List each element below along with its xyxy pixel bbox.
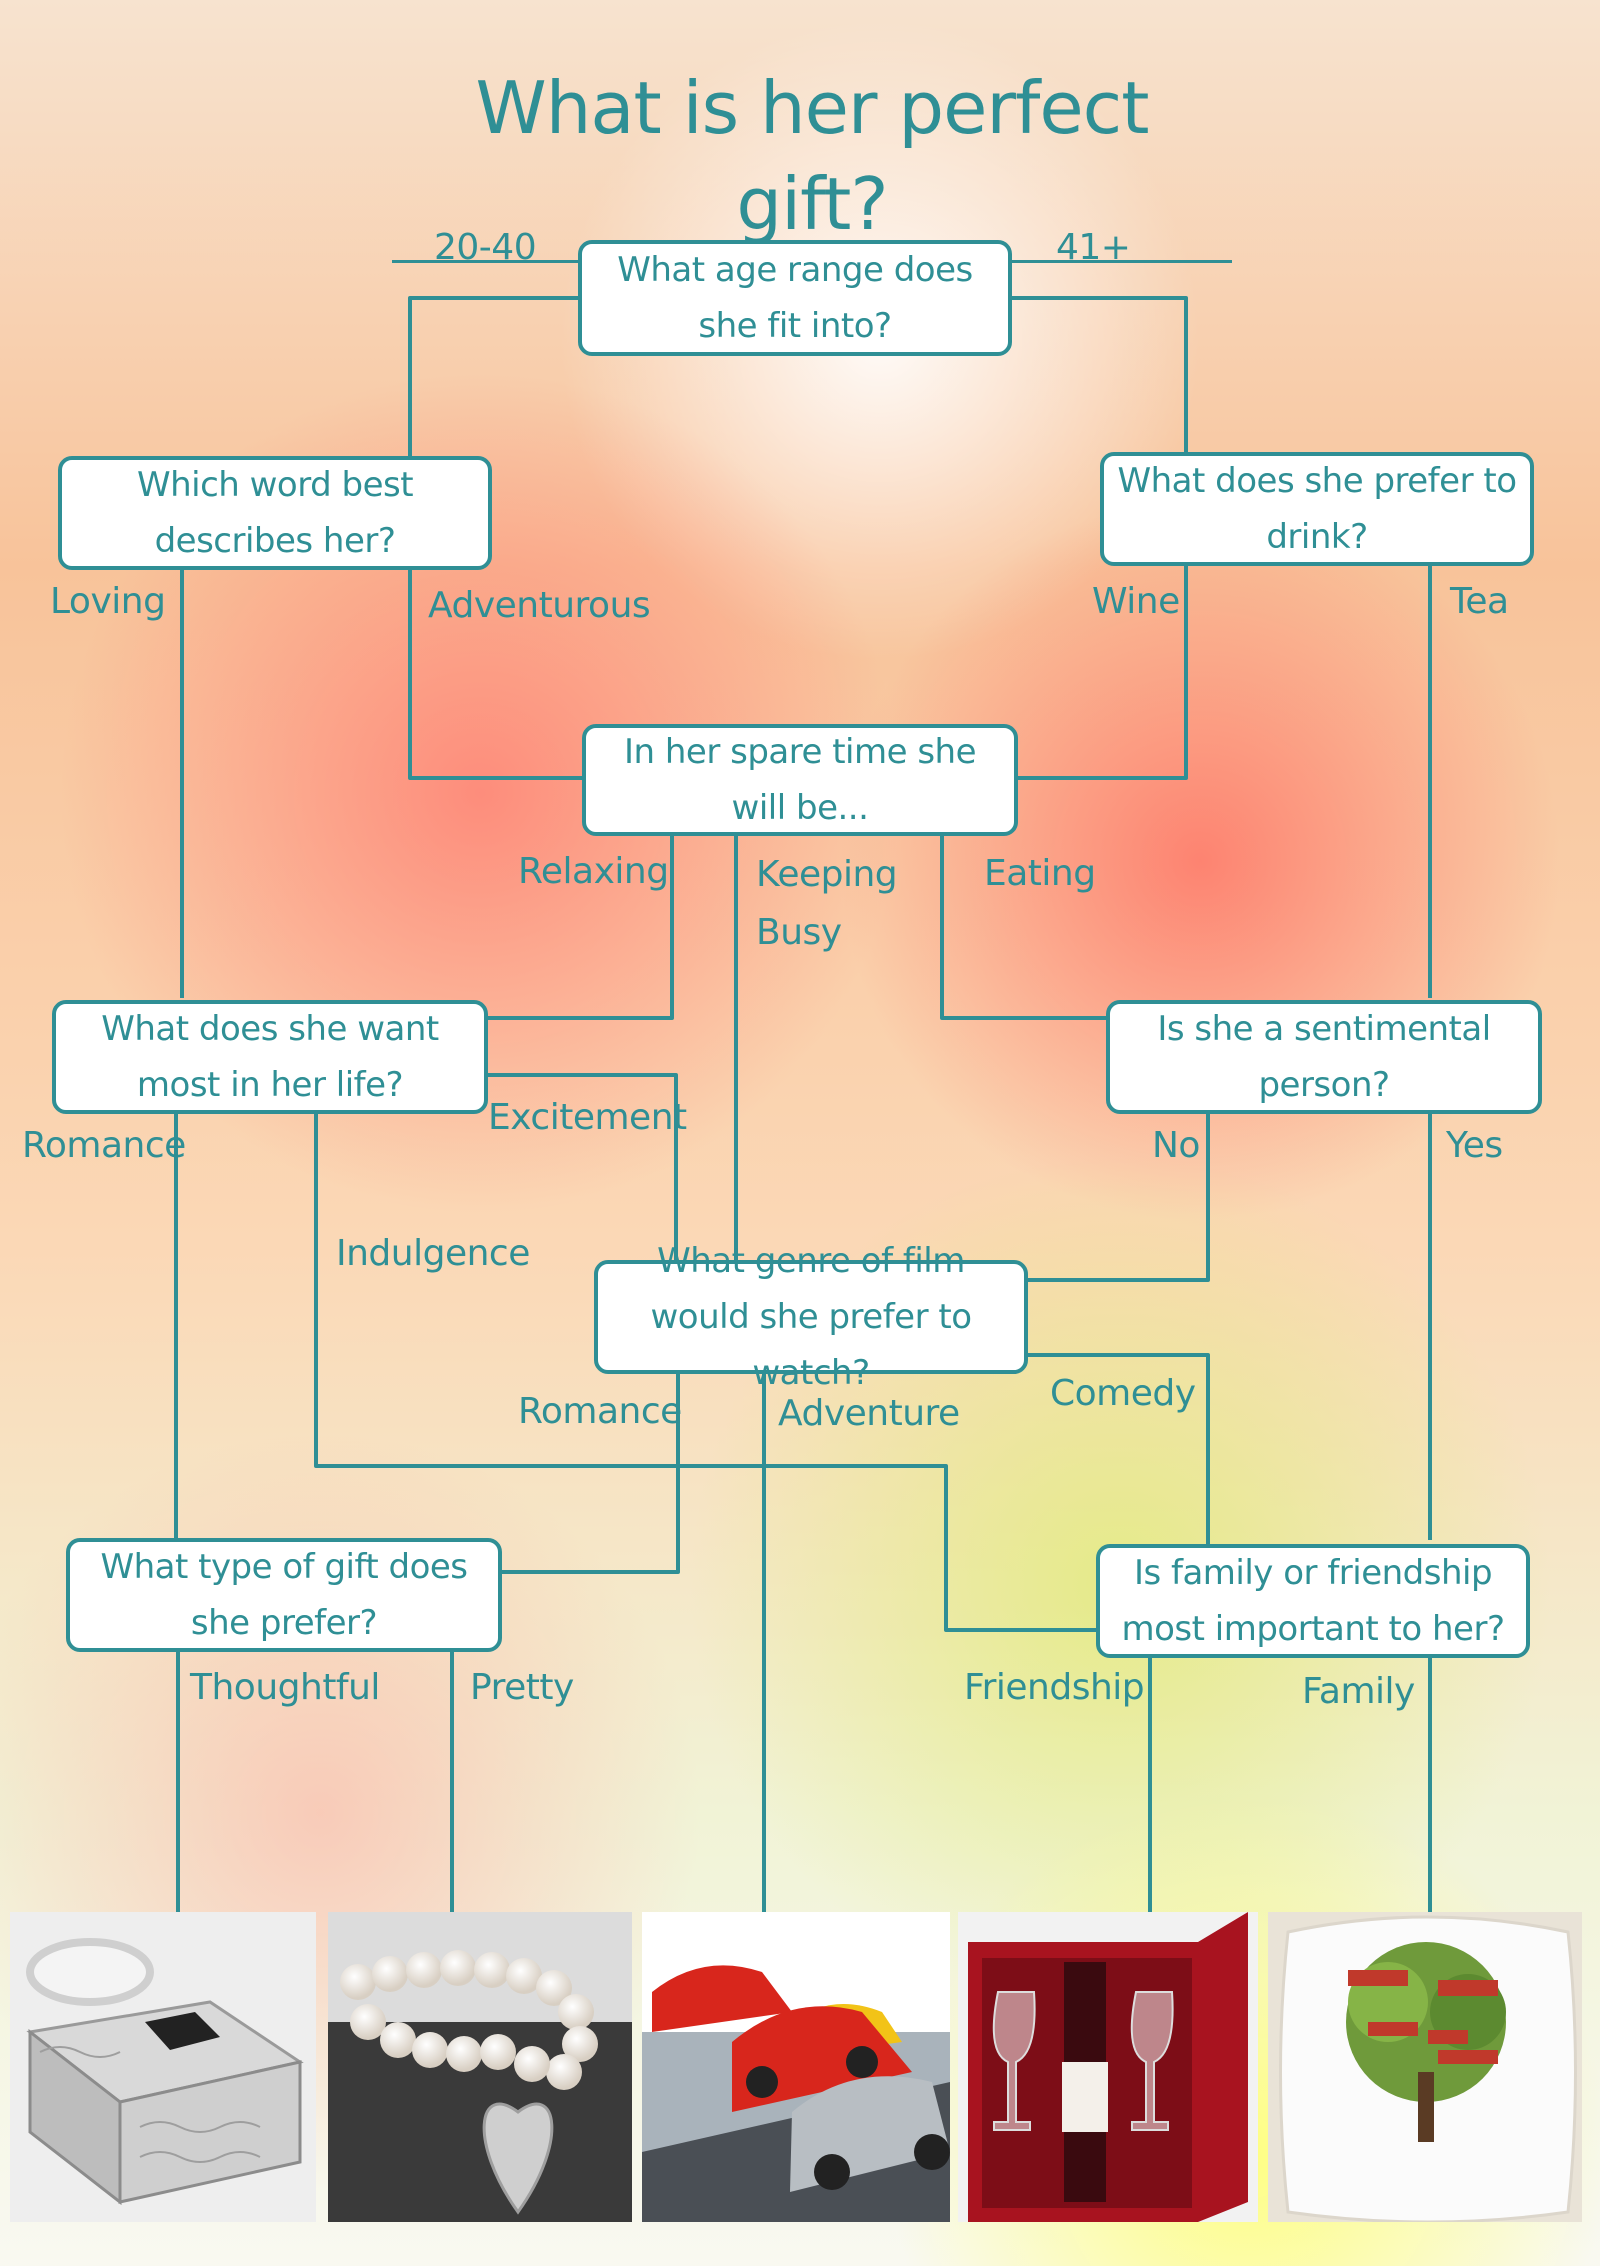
line-no bbox=[1024, 1112, 1210, 1282]
gift-image-supercar-driving bbox=[642, 1912, 950, 2222]
question-film-genre: What genre of film would she prefer to w… bbox=[594, 1241, 1028, 1393]
answer-yes: Yes bbox=[1446, 1125, 1503, 1166]
page-title: What is her perfect gift? bbox=[392, 60, 1232, 263]
line-comedy bbox=[1024, 1353, 1210, 1546]
line-relaxing bbox=[486, 832, 674, 1020]
line-eating bbox=[940, 832, 1106, 1020]
answer-excitement: Excitement bbox=[488, 1097, 687, 1138]
answer-romance-film: Romance bbox=[518, 1391, 682, 1432]
line-age-to-drink bbox=[1010, 296, 1188, 455]
line-excitement bbox=[486, 1073, 678, 1262]
question-age-range: What age range does she fit into? bbox=[578, 240, 1012, 356]
answer-adventure: Adventure bbox=[778, 1393, 960, 1434]
question-spare-time: In her spare time she will be... bbox=[582, 724, 1018, 836]
gift-image-family-tree-cushion bbox=[1268, 1912, 1582, 2222]
question-family-friendship: Is family or friendship most important t… bbox=[1096, 1544, 1530, 1658]
gift-image-silver-trinket-box bbox=[10, 1912, 316, 2222]
answer-friendship: Friendship bbox=[964, 1667, 1145, 1708]
line-age-to-word bbox=[408, 296, 580, 460]
line-adventurous bbox=[408, 565, 582, 780]
answer-thoughtful: Thoughtful bbox=[190, 1667, 380, 1708]
answer-indulgence: Indulgence bbox=[336, 1233, 530, 1274]
line-indulgence bbox=[314, 1112, 1098, 1632]
question-want-most: What does she want most in her life? bbox=[52, 1000, 488, 1114]
answer-relaxing: Relaxing bbox=[518, 851, 669, 892]
answer-adventurous: Adventurous bbox=[428, 585, 651, 626]
line-romance-film bbox=[500, 1370, 680, 1574]
question-word: Which word best describes her? bbox=[58, 456, 492, 570]
answer-pretty: Pretty bbox=[470, 1667, 574, 1708]
line-wine bbox=[1016, 565, 1188, 780]
answer-keeping-busy: Keeping Busy bbox=[756, 854, 898, 953]
answer-no: No bbox=[1152, 1125, 1200, 1166]
answer-romance-want: Romance bbox=[22, 1125, 186, 1166]
answer-age-20-40: 20-40 bbox=[434, 227, 537, 268]
gift-image-wine-gift-set bbox=[958, 1912, 1258, 2222]
answer-age-41-plus: 41+ bbox=[1056, 227, 1131, 268]
answer-loving: Loving bbox=[50, 581, 166, 622]
answer-comedy: Comedy bbox=[1050, 1373, 1196, 1414]
answer-tea: Tea bbox=[1450, 581, 1509, 622]
question-sentimental: Is she a sentimental person? bbox=[1106, 1000, 1542, 1114]
question-gift-type: What type of gift does she prefer? bbox=[66, 1538, 502, 1652]
gift-image-pearl-bracelet bbox=[328, 1912, 632, 2222]
answer-wine: Wine bbox=[1092, 581, 1180, 622]
question-drink: What does she prefer to drink? bbox=[1100, 452, 1534, 566]
answer-family: Family bbox=[1302, 1671, 1415, 1712]
answer-eating: Eating bbox=[984, 853, 1096, 894]
